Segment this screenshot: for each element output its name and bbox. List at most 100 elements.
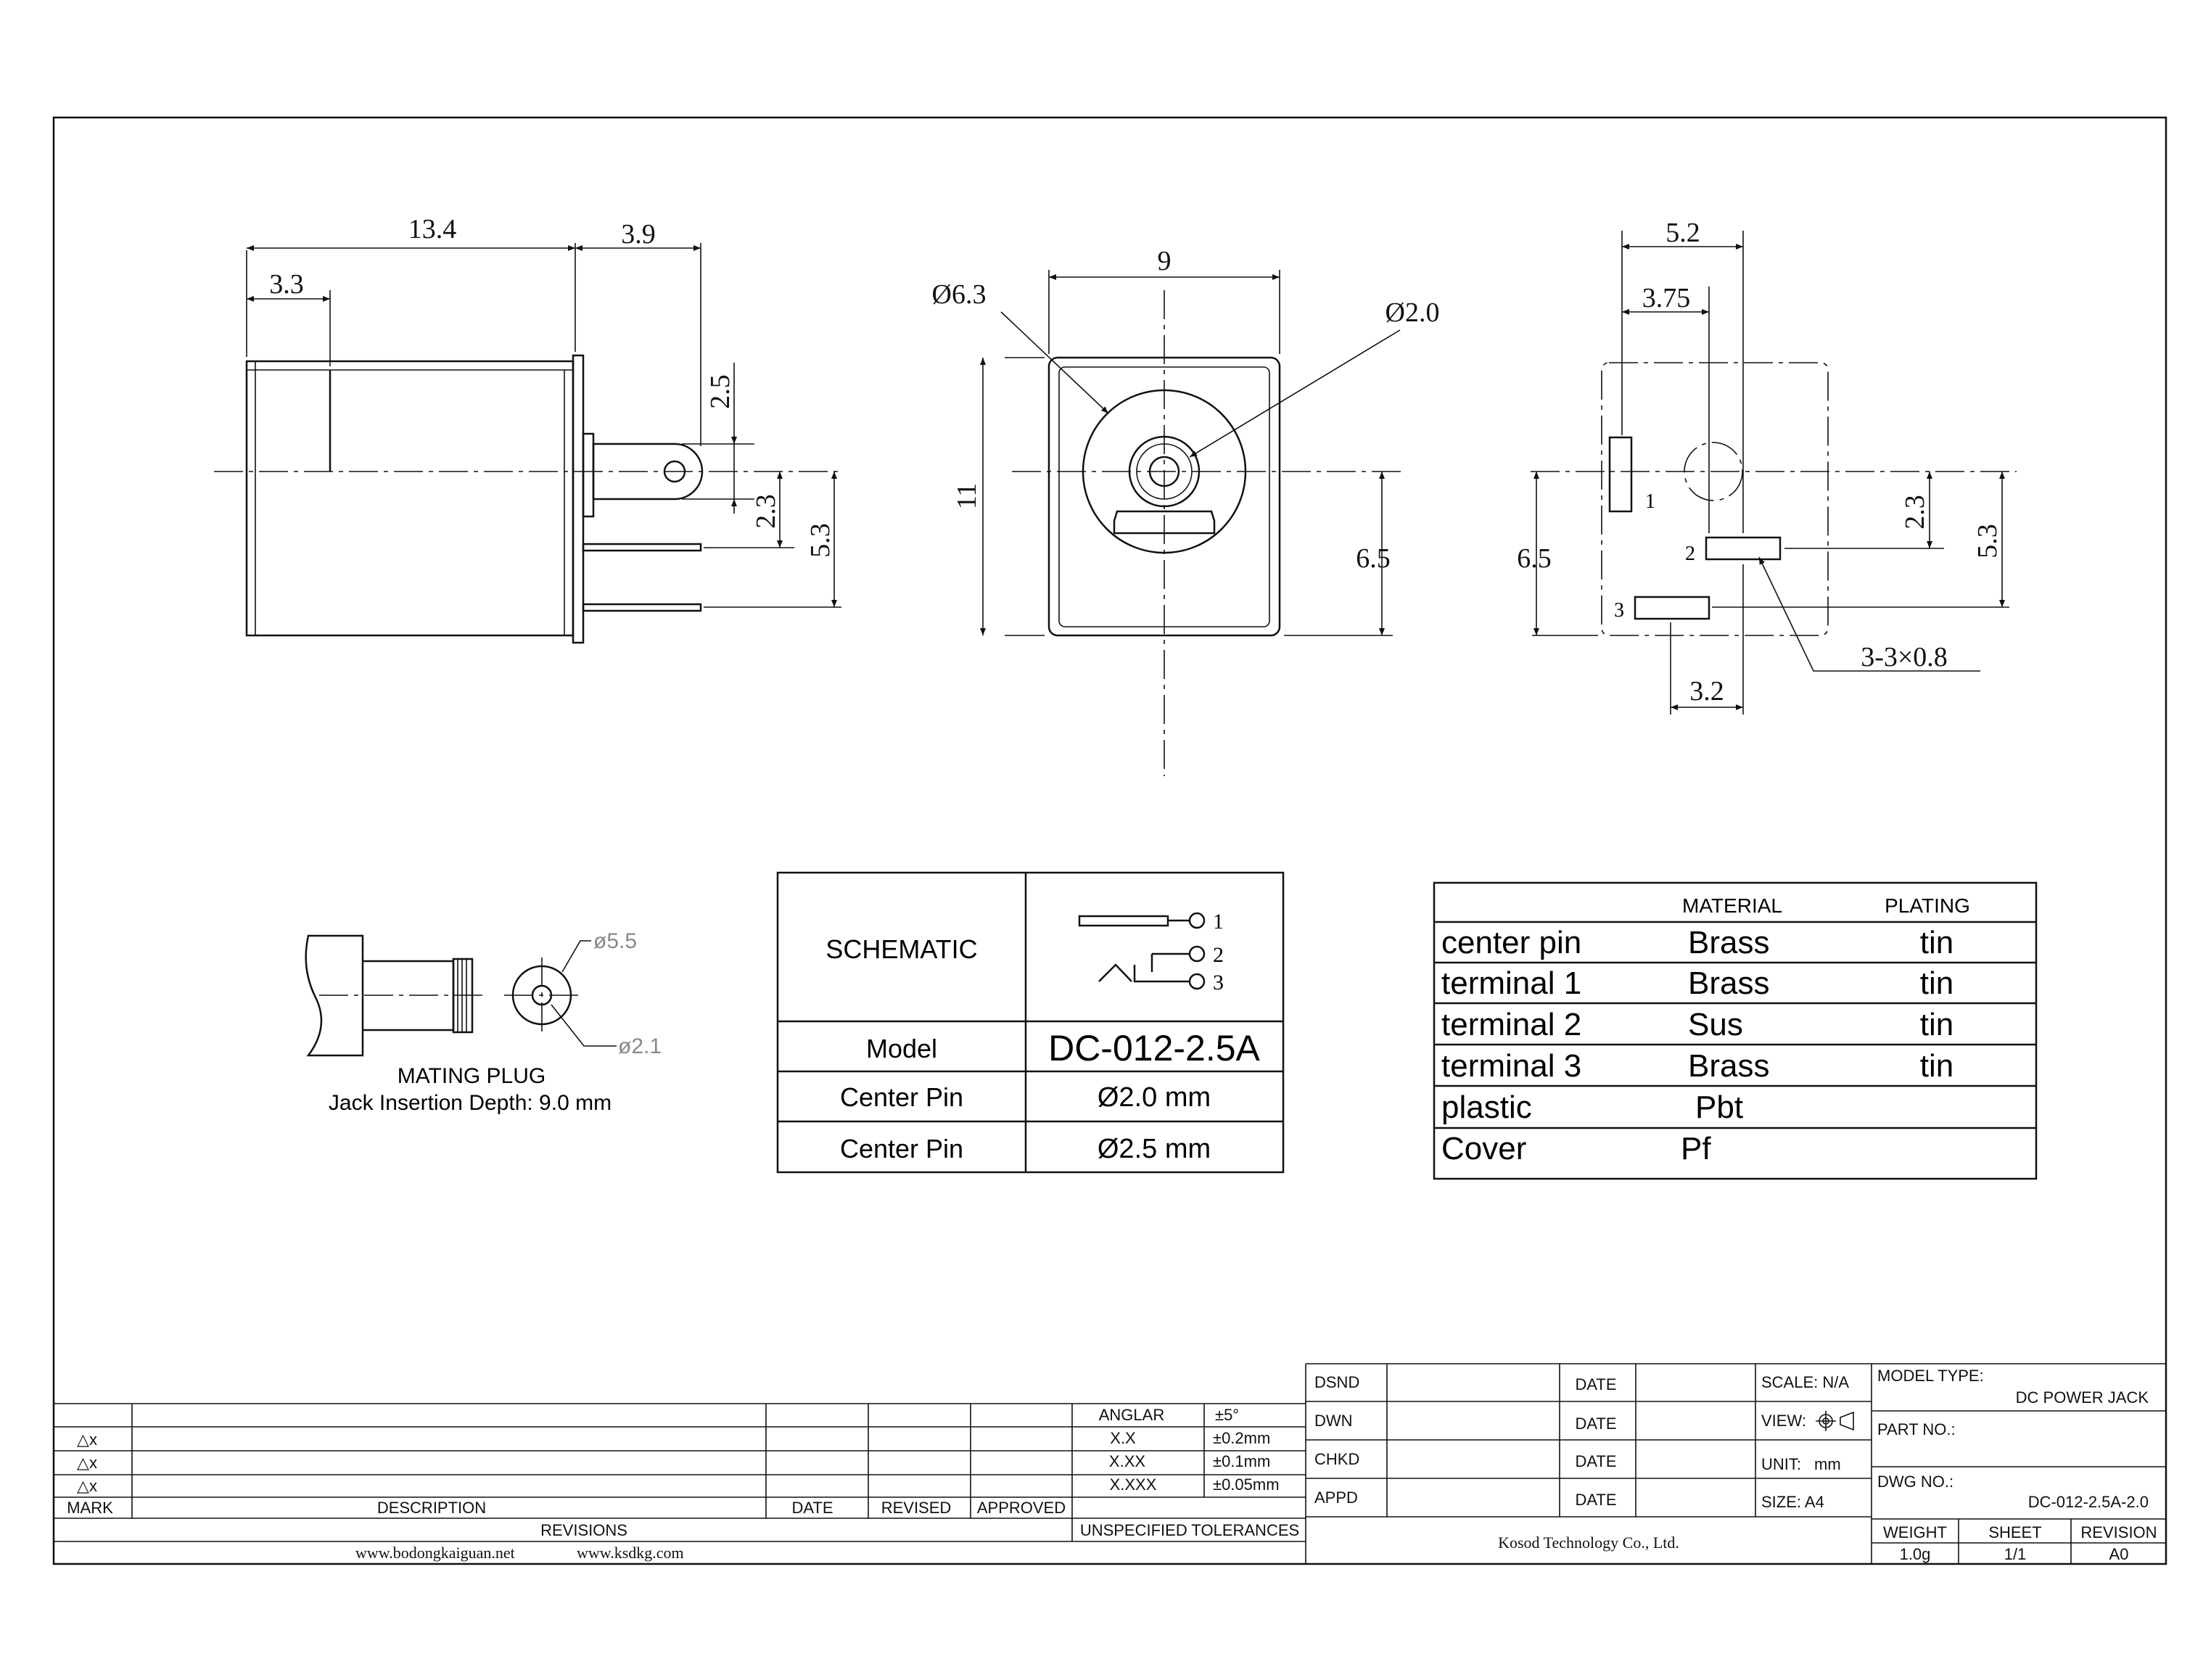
side-view: 13.4 3.9 3.3 2.5 2.3 5.3 xyxy=(214,214,841,644)
mating-plug: ø5.5 ø2.1 MATING PLUG Jack Insertion Dep… xyxy=(305,929,662,1115)
unit-label: UNIT: xyxy=(1761,1455,1801,1473)
dim-b-6-5: 6.5 xyxy=(1517,543,1552,574)
side-body xyxy=(245,360,575,637)
dim-b-5-3: 5.3 xyxy=(1972,524,2003,559)
col-date: DATE xyxy=(791,1499,833,1517)
weight-value: 1.0g xyxy=(1900,1545,1931,1563)
col-description: DESCRIPTION xyxy=(377,1499,486,1517)
terminal-3-pin xyxy=(582,603,702,612)
leader-dia-5-5 xyxy=(561,940,591,973)
bottom-view: 5.2 3.75 6.5 2.3 5.3 3.2 3-3×0.8 1 2 3 xyxy=(1517,218,2017,715)
signoff-chkd: CHKD xyxy=(1314,1450,1359,1468)
tol-label: X.XXX xyxy=(1110,1475,1157,1494)
dim-dia-2-0: Ø2.0 xyxy=(1386,297,1440,328)
title-block: DSND DWN CHKD APPD DATE DATE DATE DATE S… xyxy=(1305,1363,2166,1564)
front-body xyxy=(1047,356,1281,637)
revision-label: REVISION xyxy=(2080,1523,2157,1541)
unit-value: mm xyxy=(1814,1455,1841,1473)
plating-value: tin xyxy=(1920,1007,1953,1042)
side-flange xyxy=(572,354,585,644)
date-label: DATE xyxy=(1575,1491,1616,1509)
revisions-title: REVISIONS xyxy=(540,1521,627,1539)
material-value: Brass xyxy=(1688,925,1769,960)
material-value: Brass xyxy=(1688,1048,1769,1084)
material-value: Brass xyxy=(1688,965,1769,1001)
material-part: center pin xyxy=(1441,925,1581,960)
plug-caption: Jack Insertion Depth: 9.0 mm xyxy=(329,1091,612,1115)
schematic-pin-2: 2 xyxy=(1213,943,1224,967)
bottom-outline xyxy=(1601,362,1829,636)
part-no-label: PART NO.: xyxy=(1877,1420,1956,1438)
material-part: terminal 1 xyxy=(1441,965,1581,1001)
dim-13-4: 13.4 xyxy=(408,214,457,244)
dim-dia-6-3: Ø6.3 xyxy=(932,279,987,310)
dim-6-5: 6.5 xyxy=(1356,543,1391,574)
dwg-no-label: DWG NO.: xyxy=(1877,1473,1953,1491)
dim-9: 9 xyxy=(1158,246,1172,276)
spec-row-label: Center Pin xyxy=(840,1134,963,1164)
pin-label-3: 3 xyxy=(1614,599,1624,622)
material-value: Sus xyxy=(1688,1007,1743,1042)
plating-value: tin xyxy=(1920,925,1953,960)
pad-3 xyxy=(1634,596,1710,620)
revision-value: A0 xyxy=(2109,1545,2129,1563)
dim-3-3: 3.3 xyxy=(269,269,304,300)
dim-5-2: 5.2 xyxy=(1666,218,1700,248)
plating-value: tin xyxy=(1920,1048,1953,1084)
tol-value: ±0.2mm xyxy=(1213,1429,1270,1447)
dim-11: 11 xyxy=(952,483,982,510)
model-type-value: DC POWER JACK xyxy=(2016,1388,2149,1407)
size-field: SIZE: A4 xyxy=(1761,1493,1824,1511)
bottom-barrel-outline xyxy=(1684,442,1743,501)
tol-label: X.X xyxy=(1110,1429,1136,1447)
front-barrel xyxy=(1128,435,1201,508)
material-table: MATERIAL PLATING center pin Brass tin te… xyxy=(1433,881,2038,1180)
signoff-dsnd: DSND xyxy=(1314,1373,1359,1391)
front-center-pin xyxy=(1148,456,1180,487)
leader-pin-size xyxy=(1758,556,1980,672)
schematic-pin-3: 3 xyxy=(1213,971,1224,995)
dim-2-5: 2.5 xyxy=(705,374,736,409)
view-label: VIEW: xyxy=(1761,1412,1806,1430)
dim-3-2: 3.2 xyxy=(1689,676,1724,707)
sheet-label: SHEET xyxy=(1988,1523,2041,1541)
dim-5-3: 5.3 xyxy=(805,523,836,558)
spec-row-value: Ø2.5 mm xyxy=(1098,1134,1211,1164)
weight-label: WEIGHT xyxy=(1883,1523,1947,1541)
revision-mark: △x xyxy=(77,1454,97,1472)
company-name: Kosod Technology Co., Ltd. xyxy=(1498,1533,1679,1552)
revision-mark: △x xyxy=(77,1430,97,1449)
material-value: Pf xyxy=(1681,1131,1711,1166)
material-part: terminal 2 xyxy=(1441,1007,1581,1042)
spec-row-label: Model xyxy=(866,1034,937,1063)
col-approved: APPROVED xyxy=(977,1499,1066,1517)
plug-title: MATING PLUG xyxy=(398,1064,545,1088)
dim-3-75: 3.75 xyxy=(1642,283,1691,313)
pad-2 xyxy=(1705,536,1782,561)
dim-b-2-3: 2.3 xyxy=(1900,495,1930,530)
website-1: www.bodongkaiguan.net xyxy=(355,1544,515,1562)
plating-header: PLATING xyxy=(1885,894,1970,917)
schematic-symbol: 1 2 3 xyxy=(1078,910,1224,995)
scale-field: SCALE: N/A xyxy=(1761,1373,1849,1391)
leader-dia-2-1 xyxy=(551,1004,617,1047)
schematic-label: SCHEMATIC xyxy=(825,934,977,964)
material-header: MATERIAL xyxy=(1682,894,1782,917)
plug-grip xyxy=(305,934,364,1057)
sheet-value: 1/1 xyxy=(2004,1545,2027,1563)
tolerances-title: UNSPECIFIED TOLERANCES xyxy=(1080,1521,1299,1539)
leader-dia-6-3 xyxy=(1000,311,1109,414)
center-pin-tab xyxy=(592,442,704,501)
spec-row-label: Center Pin xyxy=(840,1082,963,1112)
dim-2-3: 2.3 xyxy=(751,494,781,529)
col-revised: REVISED xyxy=(881,1499,952,1517)
pin-label-1: 1 xyxy=(1645,490,1655,513)
material-value: Pbt xyxy=(1695,1090,1743,1125)
tol-value: ±0.05mm xyxy=(1213,1475,1280,1494)
signoff-appd: APPD xyxy=(1314,1488,1358,1507)
terminal-2-pin xyxy=(582,543,702,552)
tol-label: ANGLAR xyxy=(1099,1406,1164,1424)
pin-label-2: 2 xyxy=(1685,543,1695,565)
plug-dia-5-5: ø5.5 xyxy=(593,929,637,953)
